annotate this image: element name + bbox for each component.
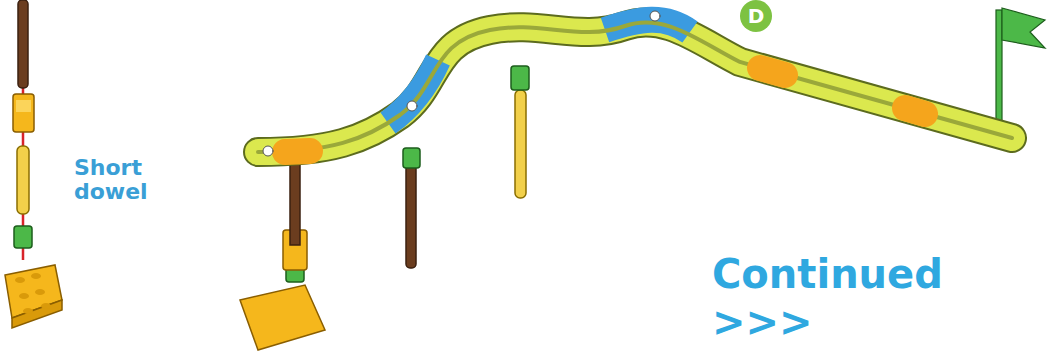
step-badge: D — [740, 0, 772, 32]
step-letter: D — [748, 4, 765, 28]
track — [258, 11, 1012, 156]
support-posts — [240, 8, 1045, 350]
continue-note: Continued >>> — [712, 250, 1052, 346]
part-name: Short dowel — [74, 156, 194, 204]
exploded-view — [5, 0, 62, 328]
